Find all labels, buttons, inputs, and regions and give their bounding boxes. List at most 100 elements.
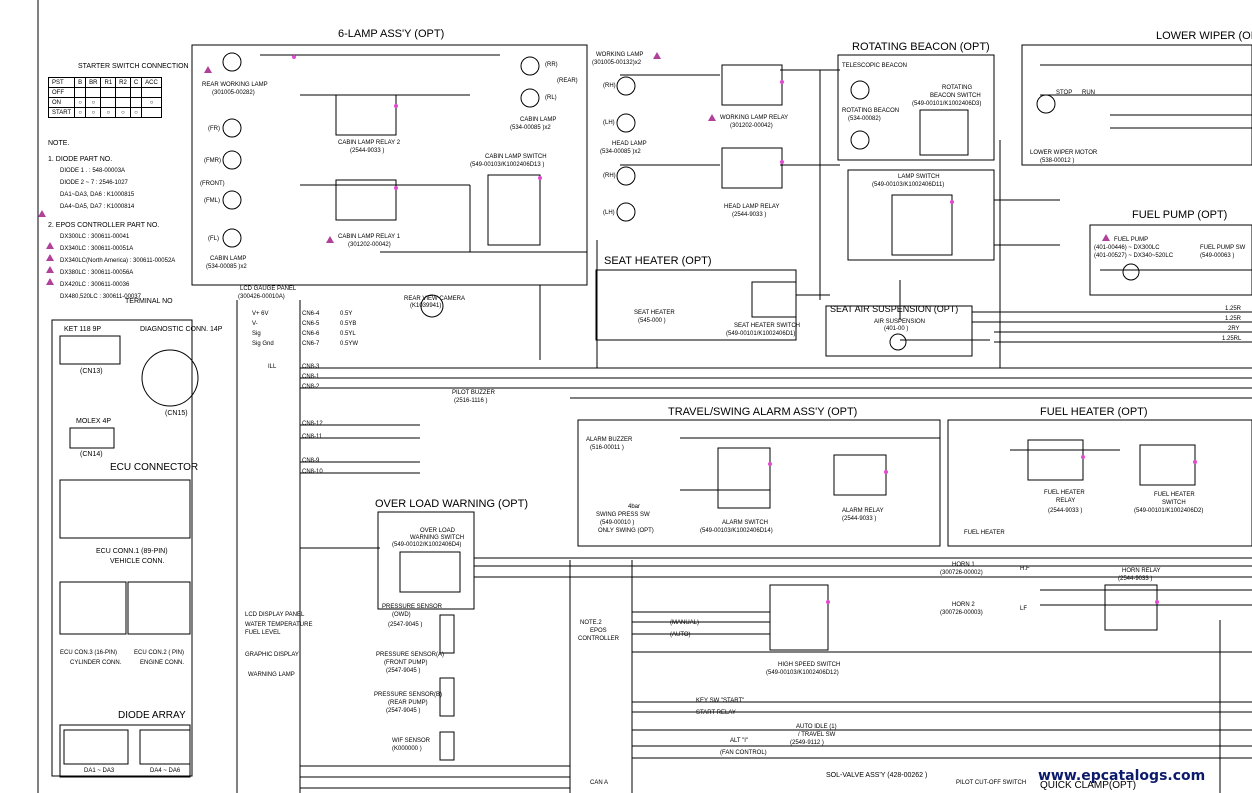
alarm-relay-pn: (2544-9033 )	[842, 516, 877, 522]
junction-dot	[538, 176, 542, 180]
over-load-title: OVER LOAD WARNING (OPT)	[375, 498, 528, 510]
molex-label: MOLEX 4P	[76, 418, 112, 425]
fuel-pump-label: FUEL PUMP	[1114, 237, 1149, 243]
lamp-switch-pn: (549-00103/K1002406D11)	[872, 182, 945, 188]
horn2-label: HORN 2	[952, 602, 975, 608]
working-lamp-pn: (301005-00132)x2	[592, 60, 642, 66]
diode-line: DIODE 2 ~ 7 : 2546-1027	[60, 180, 128, 186]
junction-dot	[826, 600, 830, 604]
wire-label: 1.25RL	[1222, 336, 1242, 342]
table-header: C	[129, 77, 143, 88]
head-lh-label: (LH)	[603, 210, 615, 216]
overload-switch-label: OVER LOAD	[420, 528, 456, 534]
head-lamp-label: HEAD LAMP	[612, 141, 647, 147]
revision-triangle-icon	[653, 52, 661, 59]
rotating-beacon-pn: (534-00082)	[848, 116, 881, 122]
graphic-display-label: GRAPHIC DISPLAY	[245, 652, 299, 658]
ecu-conn3-label: ECU CON.3 (16-PIN)	[60, 650, 118, 656]
lamp-fmr-label: (FMR)	[204, 158, 221, 164]
cn8-label: CN8-3	[302, 364, 320, 370]
table-header: ACC	[141, 77, 162, 88]
lamp-fr-label: (FR)	[208, 126, 220, 132]
camera-pn: (K1039941)	[410, 303, 442, 309]
water-temp-label: WATER TEMPERATURE	[245, 622, 313, 628]
epos-line: DX380LC : 300611-00056A	[60, 270, 134, 276]
overload-switch-pn: (549-00102/K1002406D4)	[392, 542, 462, 548]
wire-label: 2RY	[1228, 326, 1240, 332]
vehicle-conn-label: VEHICLE CONN.	[110, 558, 165, 565]
working-rh-label: (RH)	[603, 83, 616, 89]
wire-label: 0.5YL	[340, 331, 356, 337]
epos-note-label: NOTE.2	[580, 620, 602, 626]
fuel-pump-pn1: (401-00446) ~ DX300LC	[1094, 245, 1160, 251]
swing-sw-label: SWING PRESS SW	[596, 512, 650, 518]
ecu-conn2-label: ECU CON.2 ( PIN)	[134, 650, 185, 656]
wiper-motor-pn: (538-00012 )	[1040, 158, 1075, 164]
revision-triangle-icon	[46, 266, 54, 273]
fuel-heater-switch-label2: SWITCH	[1162, 500, 1186, 506]
seat-heater-title: SEAT HEATER (OPT)	[604, 255, 712, 267]
alarm-switch-label: ALARM SWITCH	[722, 520, 769, 526]
table-header: R2	[115, 77, 131, 88]
travel-sw-pn: (2549-9112 )	[790, 740, 824, 746]
cabin-lamp-label: CABIN LAMP	[520, 117, 557, 123]
revision-triangle-icon	[46, 242, 54, 249]
wire-label: 1.25R	[1225, 316, 1242, 322]
high-speed-label: HIGH SPEED SWITCH	[778, 662, 841, 668]
pressure-sensor-pn: (2547-9045 )	[388, 622, 423, 628]
warning-lamp-label: WARNING LAMP	[248, 672, 295, 678]
wire-label: 0.5YB	[340, 321, 357, 327]
junction-dot	[950, 200, 954, 204]
junction-dot	[1155, 600, 1159, 604]
cabin-relay1-pn: (301202-00042)	[348, 242, 391, 248]
wire-label: 1.25R	[1225, 306, 1242, 312]
lamp-fml-label: (FML)	[204, 198, 220, 204]
junction-dot	[884, 470, 888, 474]
alarm-relay-label: ALARM RELAY	[842, 508, 884, 514]
fuel-heater-label: FUEL HEATER	[964, 530, 1005, 536]
working-relay-label: WORKING LAMP RELAY	[720, 115, 789, 121]
wire-label: 0.5YW	[340, 341, 359, 347]
note-label: NOTE.	[48, 140, 70, 147]
air-suspension-label: AIR SUSPENSION	[874, 319, 926, 325]
cabin-lamp-label: CABIN LAMP	[210, 256, 247, 262]
cn15-label: (CN15)	[165, 410, 188, 417]
cn8-label: CN8-2	[302, 384, 320, 390]
cabin-lamp-rr-label: (RR)	[545, 62, 558, 68]
epos-line: DX300LC : 300611-00041	[60, 234, 130, 240]
terminal-no-title: TERMINAL NO	[125, 298, 173, 305]
ill-label: ILL	[268, 364, 277, 370]
starter-switch-table: PST B BR R1 R2 C ACC OFF ON○○○ START○○○○…	[47, 77, 162, 118]
cn8-label: CN8-9	[302, 458, 320, 464]
revision-triangle-icon	[326, 236, 334, 243]
lcd-pin: Sig	[252, 331, 261, 337]
seat-heater-pn: (545-000 )	[638, 318, 666, 324]
junction-dot	[394, 104, 398, 108]
air-suspension-pn: (401-00 )	[884, 326, 909, 332]
rotating-beacon-label: ROTATING BEACON	[842, 108, 900, 114]
seat-air-title: SEAT AIR SUSPENSION (OPT)	[830, 304, 959, 314]
alarm-switch-pn: (549-00103/K1002406D14)	[700, 528, 773, 534]
epos-part-label: 2. EPOS CONTROLLER PART NO.	[48, 222, 160, 229]
revision-triangle-icon	[204, 66, 212, 73]
high-speed-pn: (549-00103/K1002406D12)	[766, 670, 839, 676]
lcd-pin: Sig Gnd	[252, 341, 274, 347]
cn8-label: CN8-11	[302, 434, 323, 440]
junction-dot	[780, 160, 784, 164]
wiper-stop-label: STOP	[1056, 90, 1073, 96]
starter-switch-title: STARTER SWITCH CONNECTION	[78, 63, 189, 70]
cabin-lamp-rl-label: (RL)	[545, 95, 557, 101]
epos-line: DX340LC(North America) : 300611-00052A	[60, 258, 176, 264]
junction-dot	[1193, 460, 1197, 464]
seat-heater-switch-pn: (549-00101/K1002406D1)	[726, 331, 796, 337]
pressure-sensor-label: PRESSURE SENSOR	[382, 604, 443, 610]
lcd-panel-pn: (300426-00010A)	[238, 294, 285, 300]
cn13-label: (CN13)	[80, 368, 103, 375]
pressure-front-pn: (2547-9045 )	[386, 668, 421, 674]
pilot-buzzer-pn: (2516-1116 )	[454, 398, 488, 404]
head-relay-label: HEAD LAMP RELAY	[724, 204, 780, 210]
lamp-switch-label: LAMP SWITCH	[898, 174, 940, 180]
quick-clamp-title: QUICK CLAMP(OPT)	[1040, 780, 1137, 791]
camera-label: REAR VIEW CAMERA	[404, 296, 466, 302]
